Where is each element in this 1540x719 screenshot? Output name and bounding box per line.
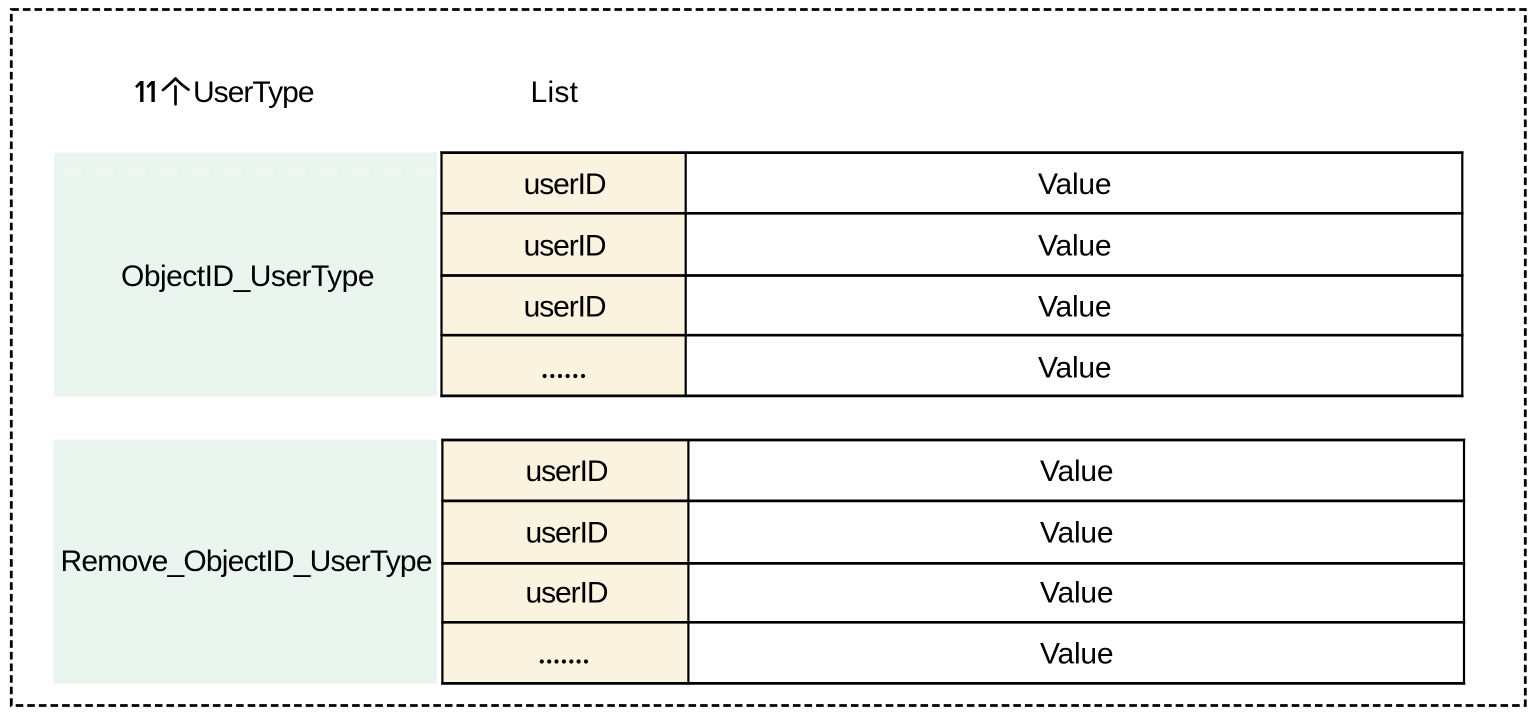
- svg-text:Value: Value: [1038, 168, 1112, 201]
- svg-text:userID: userID: [524, 291, 607, 324]
- svg-text:Value: Value: [1040, 455, 1114, 488]
- svg-text:Value: Value: [1040, 577, 1114, 610]
- svg-text:Value: Value: [1038, 291, 1112, 324]
- svg-text:List: List: [531, 76, 579, 109]
- svg-text:userID: userID: [526, 577, 609, 610]
- svg-text:UserType: UserType: [193, 76, 315, 109]
- svg-text:Value: Value: [1038, 230, 1112, 263]
- svg-text:userID: userID: [526, 517, 609, 550]
- svg-text:Value: Value: [1038, 352, 1112, 385]
- svg-text:userID: userID: [524, 230, 607, 263]
- svg-text:Value: Value: [1040, 517, 1114, 550]
- svg-text:userID: userID: [524, 168, 607, 201]
- svg-text:ObjectID_UserType: ObjectID_UserType: [121, 260, 375, 293]
- svg-text:Value: Value: [1040, 638, 1114, 671]
- svg-text:Remove_ObjectID_UserType: Remove_ObjectID_UserType: [61, 545, 433, 578]
- svg-text:userID: userID: [526, 455, 609, 488]
